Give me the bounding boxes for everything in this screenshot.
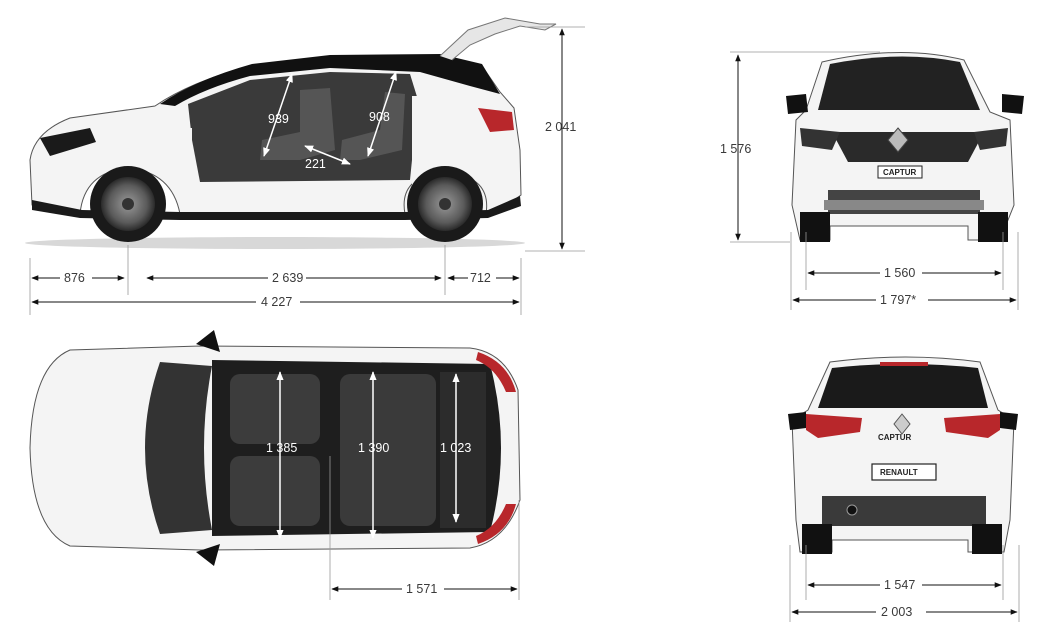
rear-right-tyre [972, 524, 1002, 554]
knee-room-label: 221 [305, 157, 326, 171]
top-front-seat-right [230, 456, 320, 526]
front-headroom-arrow [263, 73, 293, 157]
top-left-taillight [476, 352, 516, 392]
top-left-mirror [196, 330, 220, 352]
length-label: 4 227 [261, 295, 292, 309]
side-view: 939 908 221 2 041 876 2 639 712 4 227 [25, 17, 585, 315]
mirror-width-label: 2 003 [881, 605, 912, 619]
front-right-mirror [1002, 94, 1024, 114]
side-taillight [478, 108, 514, 132]
rear-right-mirror [1000, 412, 1018, 430]
front-left-mirror [786, 94, 808, 114]
rear-plate-label: RENAULT [880, 468, 918, 477]
top-view: 1 385 1 390 1 023 1 571 [29, 330, 521, 600]
top-boot [440, 372, 486, 528]
knee-room-arrow [304, 145, 351, 165]
front-windshield [818, 56, 980, 110]
rear-track-label: 1 547 [884, 578, 915, 592]
top-right-taillight [476, 504, 516, 544]
front-logo [887, 127, 909, 153]
front-track-label: 1 560 [884, 266, 915, 280]
rear-headroom-arrow [367, 71, 397, 157]
side-shadow [25, 237, 525, 249]
wheelbase-label: 2 639 [272, 271, 303, 285]
front-headroom-label: 939 [268, 112, 289, 126]
rear-left-tyre [802, 524, 832, 554]
rear-plate [871, 463, 937, 481]
side-rear-door-edge [412, 96, 426, 186]
rear-logo [893, 413, 911, 435]
side-door-pillar [170, 128, 192, 188]
rear-exhaust [846, 504, 858, 516]
front-right-headlight [974, 128, 1008, 150]
front-grille [832, 132, 984, 162]
front-overhang-label: 876 [64, 271, 85, 285]
top-rear-seat [340, 374, 436, 526]
rear-window [818, 364, 988, 408]
front-right-tyre [978, 212, 1008, 242]
rear-badge-label: CAPTUR [878, 433, 912, 442]
rear-left-taillight [806, 414, 862, 438]
rear-length-label: 1 571 [406, 582, 437, 596]
rear-view: CAPTUR RENAULT 1 547 2 003 [788, 356, 1020, 622]
top-windshield [145, 362, 212, 534]
front-badge [877, 165, 923, 179]
rear-headroom-label: 908 [369, 110, 390, 124]
front-badge-label: CAPTUR [883, 168, 917, 177]
rear-right-taillight [944, 414, 1000, 438]
width-label: 1 797* [880, 293, 916, 307]
side-rear-wheel [407, 166, 483, 242]
rear-shoulder-label: 1 390 [358, 441, 389, 455]
front-shoulder-label: 1 385 [266, 441, 297, 455]
side-roof [160, 54, 500, 106]
side-headlight [40, 128, 96, 156]
front-skid-plate [824, 200, 984, 210]
rear-overhang-label: 712 [470, 271, 491, 285]
open-tailgate [439, 17, 557, 61]
height-label: 2 041 [545, 120, 576, 134]
front-left-tyre [800, 212, 830, 242]
rear-spoiler-light [880, 362, 928, 366]
top-front-seat-left [230, 374, 320, 444]
front-view: CAPTUR 1 576 1 560 1 797* [720, 51, 1024, 310]
front-left-headlight [800, 128, 840, 150]
top-right-mirror [196, 544, 220, 566]
rear-left-mirror [788, 412, 806, 430]
front-height-label: 1 576 [720, 142, 751, 156]
side-front-wheel [90, 166, 166, 242]
boot-width-label: 1 023 [440, 441, 471, 455]
